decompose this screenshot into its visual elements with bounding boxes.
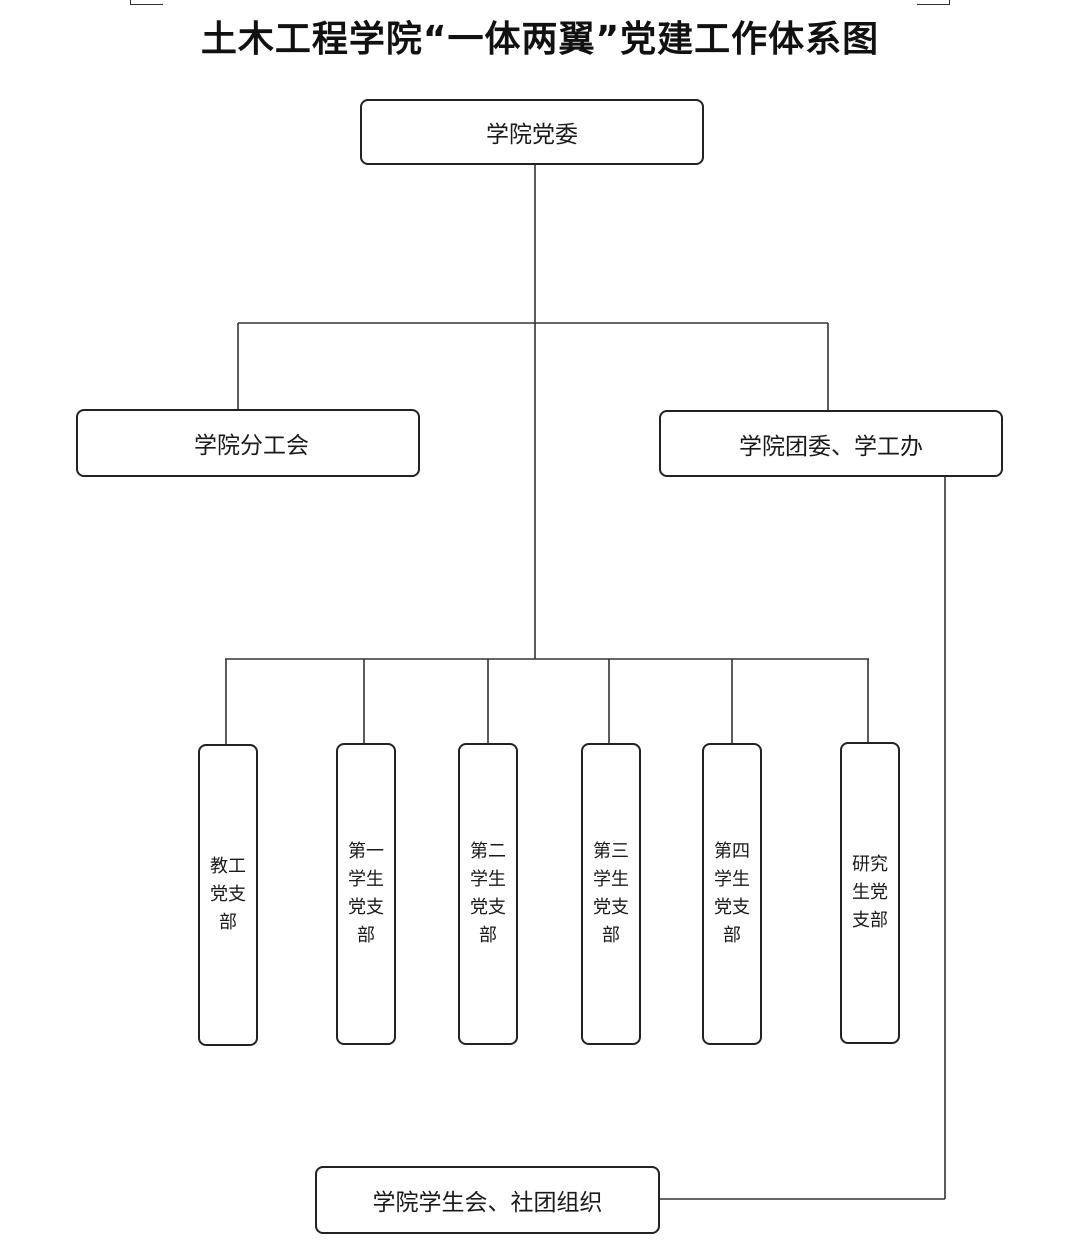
node-branch-student-2: 第二学生党支部 (458, 743, 518, 1045)
page-corner-mark-left (130, 0, 163, 5)
node-party-committee: 学院党委 (360, 99, 704, 165)
node-branch-graduate-label: 研究生党支部 (852, 854, 888, 931)
node-branch-student-2-label: 第二学生党支部 (470, 841, 506, 946)
node-branch-graduate: 研究生党支部 (840, 742, 900, 1044)
node-branch-student-3: 第三学生党支部 (581, 743, 641, 1045)
node-branch-student-4-label: 第四学生党支部 (714, 841, 750, 946)
node-branch-student-4: 第四学生党支部 (702, 743, 762, 1045)
diagram-title: 土木工程学院“一体两翼”党建工作体系图 (200, 19, 880, 60)
node-branch-student-1-label: 第一学生党支部 (348, 841, 384, 946)
node-youth-league: 学院团委、学工办 (659, 410, 1003, 477)
page-corner-mark-right (917, 0, 950, 5)
node-union: 学院分工会 (76, 409, 420, 477)
node-branch-student-3-label: 第三学生党支部 (593, 841, 629, 946)
node-branch-faculty-label: 教工党支部 (210, 856, 246, 933)
node-student-union: 学院学生会、社团组织 (315, 1166, 660, 1234)
node-branch-student-1: 第一学生党支部 (336, 743, 396, 1045)
node-branch-faculty: 教工党支部 (198, 744, 258, 1046)
